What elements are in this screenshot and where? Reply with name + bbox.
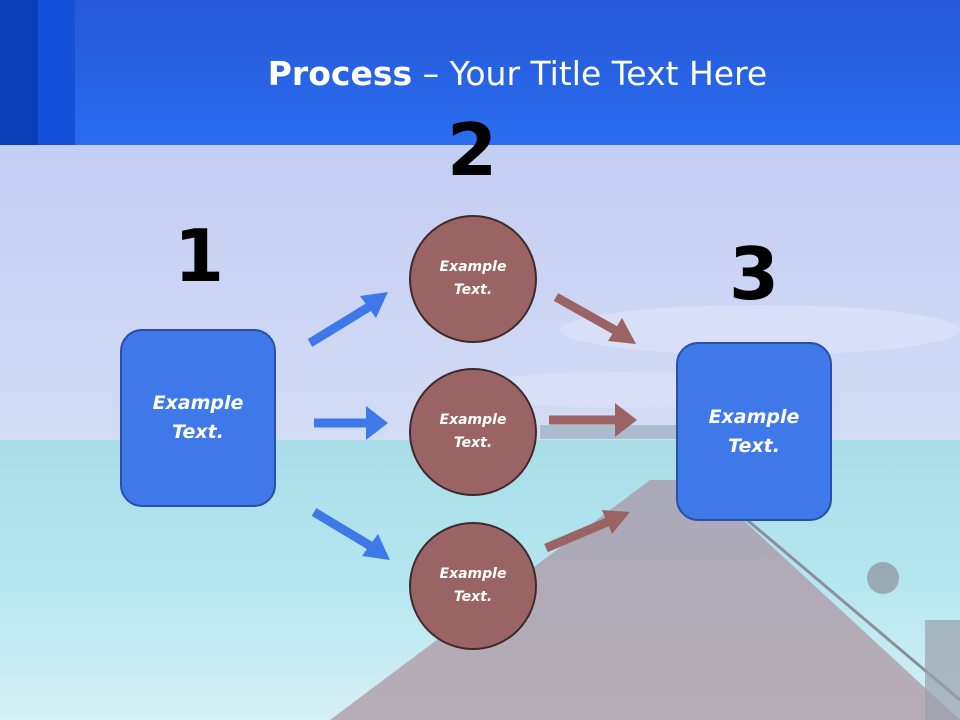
circle-label-line2: Text. [453, 435, 493, 451]
step-number-1: 1 [173, 214, 225, 298]
circle-label-line2: Text. [453, 589, 493, 605]
step-number-3: 3 [728, 232, 780, 316]
step-1-box: Example Text. [120, 329, 276, 507]
step-3-label-line1: Example [708, 405, 800, 428]
title-rest: Your Title Text Here [449, 54, 768, 93]
title-bold: Process [267, 54, 413, 93]
header-accent-strip [38, 0, 75, 145]
step-3-box: Example Text. [676, 342, 832, 521]
step-1-label-line1: Example [152, 392, 244, 414]
step-2-circle-top: Example Text. [409, 215, 537, 343]
step-1-label-line2: Text. [172, 421, 224, 443]
circle-label-line1: Example [439, 412, 507, 428]
circle-label-line2: Text. [453, 282, 493, 298]
step-number-2: 2 [446, 108, 498, 192]
circle-label-line1: Example [439, 259, 507, 275]
circle-label-line1: Example [439, 566, 507, 582]
title-dash: – [412, 54, 450, 93]
step-1-label: Example Text. [138, 389, 258, 447]
header-accent-strip [0, 0, 38, 145]
circle-label: Example Text. [428, 256, 518, 302]
circle-label: Example Text. [428, 409, 518, 455]
slide-title: Process – Your Title Text Here [75, 52, 960, 96]
step-3-label: Example Text. [694, 403, 814, 461]
header-bar [0, 0, 960, 145]
circle-label: Example Text. [428, 563, 518, 609]
step-3-label-line2: Text. [728, 434, 780, 457]
step-2-circle-bottom: Example Text. [409, 522, 537, 650]
step-2-circle-middle: Example Text. [409, 368, 537, 496]
